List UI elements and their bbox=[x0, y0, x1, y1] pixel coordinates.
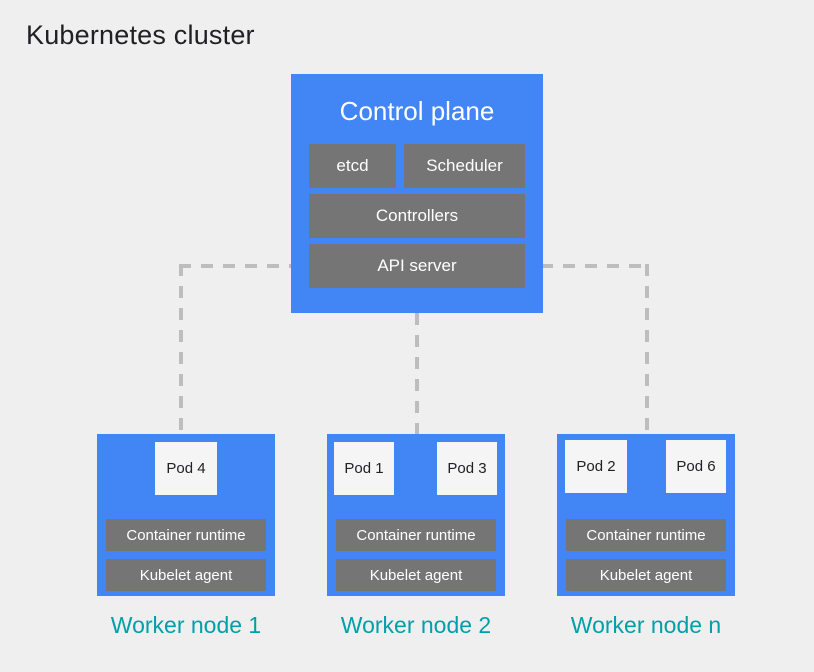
connector-api-to-node1-horizontal bbox=[179, 264, 293, 268]
worker-node-n-container-runtime[interactable]: Container runtime bbox=[566, 519, 726, 551]
worker-node-n-kubelet-agent[interactable]: Kubelet agent bbox=[566, 559, 726, 591]
connector-api-to-noden-horizontal bbox=[541, 264, 649, 268]
worker-node-n-pod-1[interactable]: Pod 6 bbox=[666, 440, 726, 493]
worker-node-1-container-runtime[interactable]: Container runtime bbox=[106, 519, 266, 551]
worker-node-2-pod-1[interactable]: Pod 3 bbox=[437, 442, 497, 495]
control-plane-component-api-server[interactable]: API server bbox=[309, 244, 525, 288]
worker-node-2-kubelet-agent[interactable]: Kubelet agent bbox=[336, 559, 496, 591]
worker-node-2-container-runtime[interactable]: Container runtime bbox=[336, 519, 496, 551]
worker-node-1-kubelet-agent[interactable]: Kubelet agent bbox=[106, 559, 266, 591]
worker-node-1-pod-0[interactable]: Pod 4 bbox=[155, 442, 217, 495]
worker-node-n-pod-0[interactable]: Pod 2 bbox=[565, 440, 627, 493]
worker-node-2-label: Worker node 2 bbox=[340, 612, 492, 638]
control-plane-component-scheduler[interactable]: Scheduler bbox=[404, 144, 525, 188]
page-title: Kubernetes cluster bbox=[26, 20, 255, 50]
worker-node-n-label: Worker node n bbox=[570, 612, 722, 638]
worker-node-2-pod-0[interactable]: Pod 1 bbox=[334, 442, 394, 495]
control-plane-box[interactable]: Control plane etcd Scheduler Controllers… bbox=[291, 74, 543, 313]
connector-noden-vertical bbox=[645, 264, 649, 436]
connector-controlplane-to-node2-vertical bbox=[415, 313, 419, 436]
worker-node-1-label: Worker node 1 bbox=[110, 612, 262, 638]
connector-node1-vertical bbox=[179, 264, 183, 436]
control-plane-component-etcd[interactable]: etcd bbox=[309, 144, 396, 188]
control-plane-component-controllers[interactable]: Controllers bbox=[309, 194, 525, 238]
control-plane-title: Control plane bbox=[339, 96, 495, 126]
